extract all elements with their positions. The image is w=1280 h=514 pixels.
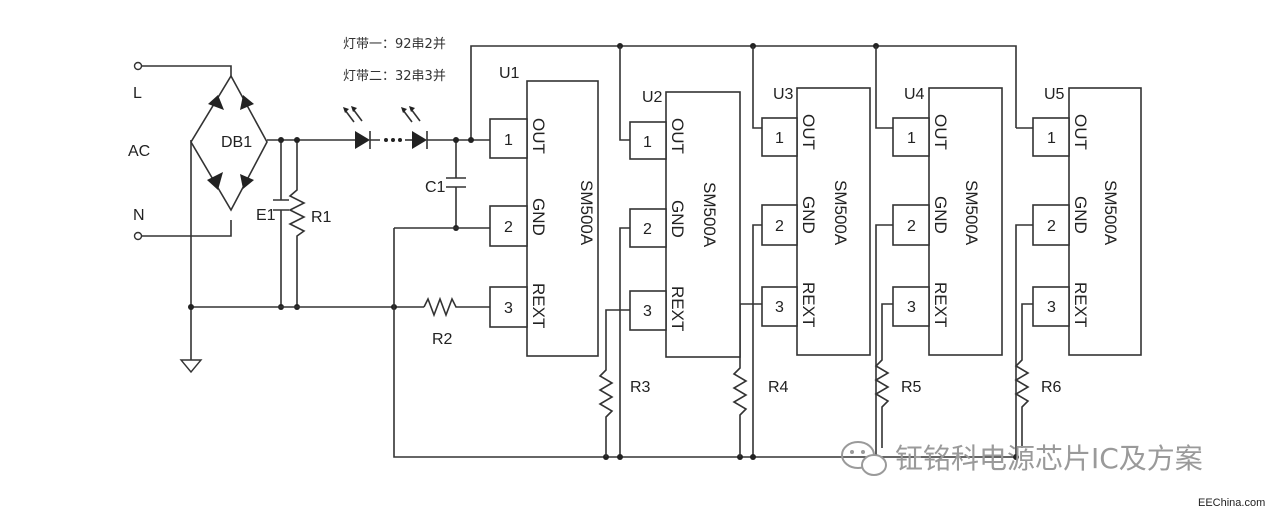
ac-label: AC	[128, 143, 150, 160]
ac-input: L AC N	[128, 61, 232, 241]
ic-u1: 1 2 3 OUT GND REXT SM500A U1	[489, 65, 599, 357]
u3-pin2-num: 2	[775, 218, 784, 235]
u3-pin3-num: 3	[775, 299, 784, 316]
u3-pin3-name: REXT	[799, 282, 818, 327]
u5-pin1-name: OUT	[1071, 114, 1090, 150]
led-note-2: 灯带二：32串3并	[343, 69, 446, 84]
r3-label: R3	[630, 379, 651, 396]
site-credit: EEChina.com	[1198, 497, 1265, 509]
r2-label: R2	[432, 331, 453, 348]
u4-pin1-num: 1	[907, 130, 916, 147]
e1-label: E1	[256, 207, 276, 224]
u3-part: SM500A	[831, 180, 850, 246]
u1-ref: U1	[499, 65, 520, 82]
neutral-label: N	[133, 207, 145, 224]
bridge-rectifier: DB1	[190, 74, 355, 370]
r5-label: R5	[901, 379, 922, 396]
ground-symbol	[179, 359, 203, 374]
watermark-text: 钲铭科电源芯片IC及方案	[895, 442, 1203, 475]
u5-pin3-name: REXT	[1071, 282, 1090, 327]
input-filter: E1 R1	[256, 137, 332, 310]
c1-capacitor: C1	[425, 137, 466, 231]
u4-ref: U4	[904, 86, 925, 103]
u3-pin1-num: 1	[775, 130, 784, 147]
u1-pin3-name: REXT	[529, 283, 548, 328]
u2-pin1-name: OUT	[668, 118, 687, 154]
r1-label: R1	[311, 209, 332, 226]
led-string: 灯带一：92串2并 灯带二：32串3并	[343, 37, 490, 149]
u4-pin1-name: OUT	[931, 114, 950, 150]
u2-ref: U2	[642, 89, 663, 106]
u1-pin3-num: 3	[504, 300, 513, 317]
u2-pin3-num: 3	[643, 303, 652, 320]
u3-pin2-name: GND	[799, 196, 818, 234]
u5-part: SM500A	[1101, 180, 1120, 246]
wechat-icon	[841, 441, 887, 476]
u5-pin2-name: GND	[1071, 196, 1090, 234]
c1-label: C1	[425, 179, 446, 196]
u2-pin3-name: REXT	[668, 286, 687, 331]
u1-pin2-name: GND	[529, 198, 548, 236]
led-note-1: 灯带一：92串2并	[343, 37, 446, 52]
u3-pin1-name: OUT	[799, 114, 818, 150]
watermark: 钲铭科电源芯片IC及方案 EEChina.com	[841, 441, 1265, 509]
u2-pin1-num: 1	[643, 134, 652, 151]
u2-pin2-name: GND	[668, 200, 687, 238]
u5-pin1-num: 1	[1047, 130, 1056, 147]
r6-label: R6	[1041, 379, 1062, 396]
u2-pin2-num: 2	[643, 221, 652, 238]
u4-pin3-name: REXT	[931, 282, 950, 327]
u2-part: SM500A	[700, 182, 719, 248]
u4-pin3-num: 3	[907, 299, 916, 316]
u5-pin3-num: 3	[1047, 299, 1056, 316]
u5-pin2-num: 2	[1047, 218, 1056, 235]
u4-pin2-name: GND	[931, 196, 950, 234]
ic-u5: 1 2 3 OUT GND REXT SM500A U5	[1032, 86, 1142, 356]
u1-part: SM500A	[577, 180, 596, 246]
ic-u4: 1 2 3 OUT GND REXT SM500A U4	[892, 86, 1003, 356]
u1-pin2-num: 2	[504, 219, 513, 236]
u1-pin1-name: OUT	[529, 118, 548, 154]
u3-ref: U3	[773, 86, 794, 103]
u4-pin2-num: 2	[907, 218, 916, 235]
rectifier-ref: DB1	[221, 134, 252, 151]
r4-label: R4	[768, 379, 789, 396]
wiring: R2 R3 R4 R5 R6	[188, 43, 1062, 460]
ic-u2: 1 2 3 OUT GND REXT SM500A U2	[629, 89, 741, 358]
u4-part: SM500A	[962, 180, 981, 246]
u1-pin1-num: 1	[504, 132, 513, 149]
u5-ref: U5	[1044, 86, 1065, 103]
line-label: L	[133, 85, 142, 102]
ic-u3: 1 2 3 OUT GND REXT SM500A U3	[761, 86, 871, 356]
